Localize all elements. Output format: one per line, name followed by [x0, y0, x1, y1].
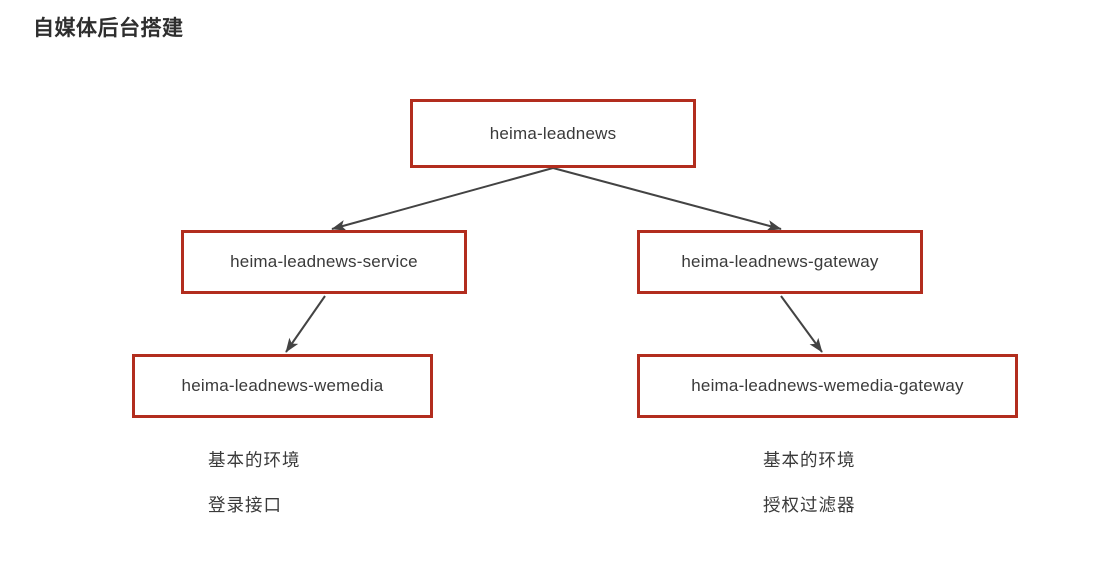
node-label: heima-leadnews-service: [230, 252, 418, 271]
edge-root-to-service: [331, 167, 554, 231]
node-label: heima-leadnews-wemedia: [181, 376, 384, 395]
edge-gateway-to-wemedia-gateway: [780, 295, 823, 353]
node-heima-leadnews: heima-leadnews: [410, 99, 696, 168]
page-title: 自媒体后台搭建: [33, 17, 184, 40]
edge-service-to-wemedia: [285, 295, 326, 353]
caption-left-environment: 基本的环境: [208, 450, 301, 470]
caption-right-environment: 基本的环境: [763, 450, 856, 470]
node-heima-leadnews-gateway: heima-leadnews-gateway: [637, 230, 923, 294]
node-heima-leadnews-wemedia-gateway: heima-leadnews-wemedia-gateway: [637, 354, 1018, 418]
caption-right-auth-filter: 授权过滤器: [763, 495, 856, 515]
node-label: heima-leadnews: [489, 123, 617, 143]
node-heima-leadnews-wemedia: heima-leadnews-wemedia: [132, 354, 433, 418]
node-heima-leadnews-service: heima-leadnews-service: [181, 230, 467, 294]
caption-left-login-interface: 登录接口: [208, 495, 282, 515]
node-label: heima-leadnews-gateway: [681, 252, 879, 271]
edge-root-to-gateway: [552, 167, 782, 231]
node-label: heima-leadnews-wemedia-gateway: [691, 376, 964, 395]
